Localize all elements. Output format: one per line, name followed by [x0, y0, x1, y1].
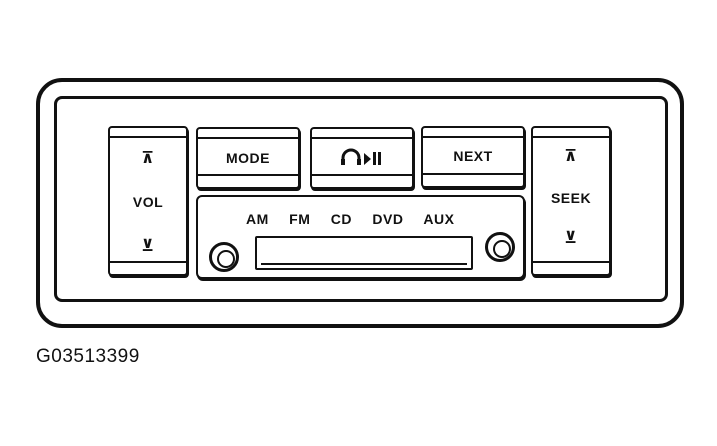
next-button-label: NEXT — [453, 148, 493, 164]
next-button[interactable]: NEXT — [421, 126, 525, 188]
source-cd: CD — [330, 211, 353, 227]
seek-up-icon[interactable]: ⊼ — [564, 148, 578, 165]
mode-button-label: MODE — [226, 150, 270, 166]
source-dvd: DVD — [372, 211, 404, 227]
source-aux: AUX — [423, 211, 455, 227]
volume-rocker-button[interactable]: ⊼ VOL ⊻ — [108, 126, 188, 276]
source-labels: AM FM CD DVD AUX — [246, 211, 470, 227]
mode-button[interactable]: MODE — [196, 127, 300, 189]
source-fm: FM — [289, 211, 311, 227]
headphone-play-pause-icon — [341, 148, 381, 165]
volume-down-icon[interactable]: ⊻ — [141, 238, 155, 255]
seek-rocker-button[interactable]: ⊼ SEEK ⊻ — [531, 126, 611, 276]
seek-label: SEEK — [550, 190, 592, 206]
disc-slot[interactable] — [255, 236, 473, 270]
volume-up-icon[interactable]: ⊼ — [141, 150, 155, 167]
headphone-play-pause-button[interactable] — [310, 127, 414, 189]
source-am: AM — [246, 211, 269, 227]
seek-down-icon[interactable]: ⊻ — [564, 230, 578, 247]
left-knob[interactable] — [209, 242, 239, 272]
figure-id-label: G03513399 — [36, 346, 140, 367]
right-knob[interactable] — [485, 232, 515, 262]
volume-label: VOL — [132, 194, 164, 210]
